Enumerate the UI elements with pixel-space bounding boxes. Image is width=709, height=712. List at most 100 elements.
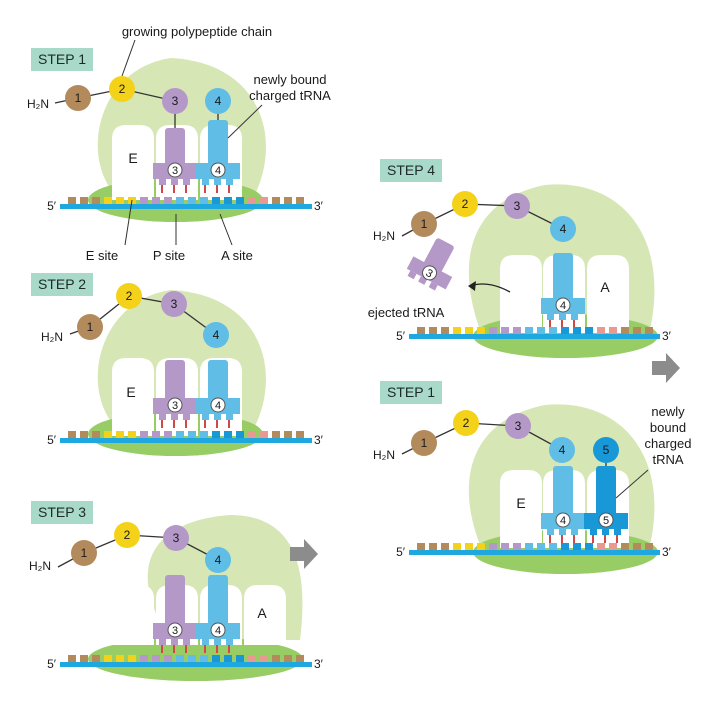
codon-block bbox=[441, 327, 449, 334]
growing-chain-label: growing polypeptide chain bbox=[122, 24, 272, 39]
step1-trna-3-number-circle bbox=[167, 162, 183, 178]
e-site-slot bbox=[500, 470, 542, 548]
anticodon-block bbox=[202, 414, 209, 420]
anticodon-block bbox=[214, 639, 221, 645]
base-pair bbox=[228, 645, 230, 653]
h2n-label: H₂N bbox=[373, 448, 395, 462]
step1-aa-1 bbox=[65, 85, 91, 111]
step1b-aa-3 bbox=[505, 413, 531, 439]
step1b-trna-4-number: 4 bbox=[560, 515, 566, 527]
step1b-aa-1 bbox=[411, 430, 437, 456]
codon-block bbox=[573, 327, 581, 334]
codon-block bbox=[212, 197, 220, 204]
codon-block bbox=[465, 543, 473, 550]
base-pair bbox=[573, 320, 575, 328]
codon-block bbox=[465, 327, 473, 334]
codon-block bbox=[296, 431, 304, 438]
step2-trna-4-number-circle bbox=[210, 397, 226, 413]
codon-block bbox=[272, 655, 280, 662]
three-prime-label: 3′ bbox=[662, 545, 672, 559]
anticodon-block bbox=[183, 414, 190, 420]
ejected-number: 3 bbox=[424, 267, 435, 280]
codon-block bbox=[140, 655, 148, 662]
five-prime-label: 5′ bbox=[396, 329, 406, 343]
step3-label: STEP 3 bbox=[31, 501, 93, 524]
base-pair bbox=[573, 535, 575, 543]
codon-block bbox=[188, 197, 196, 204]
step1b-trna-4-number-circle bbox=[555, 512, 571, 528]
codon-block bbox=[489, 543, 497, 550]
step3-trna-3-number: 3 bbox=[172, 625, 178, 637]
step4-aa-3-number: 3 bbox=[514, 199, 521, 213]
base-pair bbox=[173, 645, 175, 653]
step4-trna-4-number-circle bbox=[555, 297, 571, 313]
three-prime-label: 3′ bbox=[662, 329, 672, 343]
codon-block bbox=[116, 655, 124, 662]
step1-aa-1-number: 1 bbox=[75, 91, 82, 105]
codon-block bbox=[68, 655, 76, 662]
step1-aa-4-number: 4 bbox=[215, 94, 222, 108]
codon-block bbox=[633, 327, 641, 334]
codon-block bbox=[621, 327, 629, 334]
step1b-aa-3-number: 3 bbox=[515, 419, 522, 433]
codon-block bbox=[417, 543, 425, 550]
anticodon-block bbox=[226, 414, 233, 420]
base-pair bbox=[549, 320, 551, 328]
h2n-label: H₂N bbox=[373, 229, 395, 243]
anticodon-block bbox=[407, 270, 417, 280]
step1b-aa-5-number: 5 bbox=[603, 443, 610, 457]
anticodon-block bbox=[202, 179, 209, 185]
step3-next-arrow bbox=[290, 539, 318, 569]
three-prime-label: 3′ bbox=[314, 657, 324, 671]
ejected-number-circle bbox=[422, 265, 438, 281]
codon-block bbox=[441, 543, 449, 550]
a-site-label: A site bbox=[221, 248, 253, 263]
codon-block bbox=[260, 655, 268, 662]
step3-trna-3-stem bbox=[165, 575, 185, 631]
step3-aa-2-number: 2 bbox=[124, 528, 131, 542]
ejection-arrowhead bbox=[468, 281, 476, 291]
codon-block bbox=[104, 655, 112, 662]
codon-block bbox=[645, 543, 653, 550]
step4-aa-1-number: 1 bbox=[421, 217, 428, 231]
step4-next-arrow bbox=[652, 353, 680, 383]
base-pair bbox=[549, 535, 551, 543]
anticodon-block bbox=[171, 639, 178, 645]
step1b-trna-5-number: 5 bbox=[603, 515, 609, 527]
step1-mrna-strand bbox=[60, 204, 312, 209]
codon-block bbox=[501, 327, 509, 334]
base-pair bbox=[228, 420, 230, 428]
codon-block bbox=[645, 327, 653, 334]
codon-block bbox=[188, 431, 196, 438]
step1-trna-3-stem bbox=[165, 128, 185, 171]
codon-block bbox=[585, 543, 593, 550]
step2-aa-4 bbox=[203, 322, 229, 348]
step1-trna-4-stem bbox=[208, 120, 228, 171]
step3-aa-4-number: 4 bbox=[215, 553, 222, 567]
codon-block bbox=[200, 197, 208, 204]
step1-trna-4-number-circle bbox=[210, 162, 226, 178]
anticodon-block bbox=[559, 314, 566, 320]
codon-block bbox=[224, 431, 232, 438]
e-letter: E bbox=[126, 384, 135, 400]
a-site-pointer bbox=[219, 213, 233, 246]
codon-block bbox=[597, 327, 605, 334]
codon-block bbox=[212, 655, 220, 662]
step1b-trna-5-stem bbox=[596, 466, 616, 521]
anticodon-block bbox=[226, 639, 233, 645]
step2-trna-4-stem bbox=[208, 360, 228, 406]
newly-bound-2-pointer bbox=[615, 469, 649, 499]
anticodon-block bbox=[547, 529, 554, 535]
step2-aa-1 bbox=[77, 314, 103, 340]
anticodon-block bbox=[171, 179, 178, 185]
step2-aa-1-number: 1 bbox=[87, 320, 94, 334]
codon-block bbox=[501, 543, 509, 550]
e-site-slot bbox=[500, 255, 542, 333]
step1b-aa-1-number: 1 bbox=[421, 436, 428, 450]
codon-block bbox=[525, 543, 533, 550]
step1-aa-2 bbox=[109, 76, 135, 102]
